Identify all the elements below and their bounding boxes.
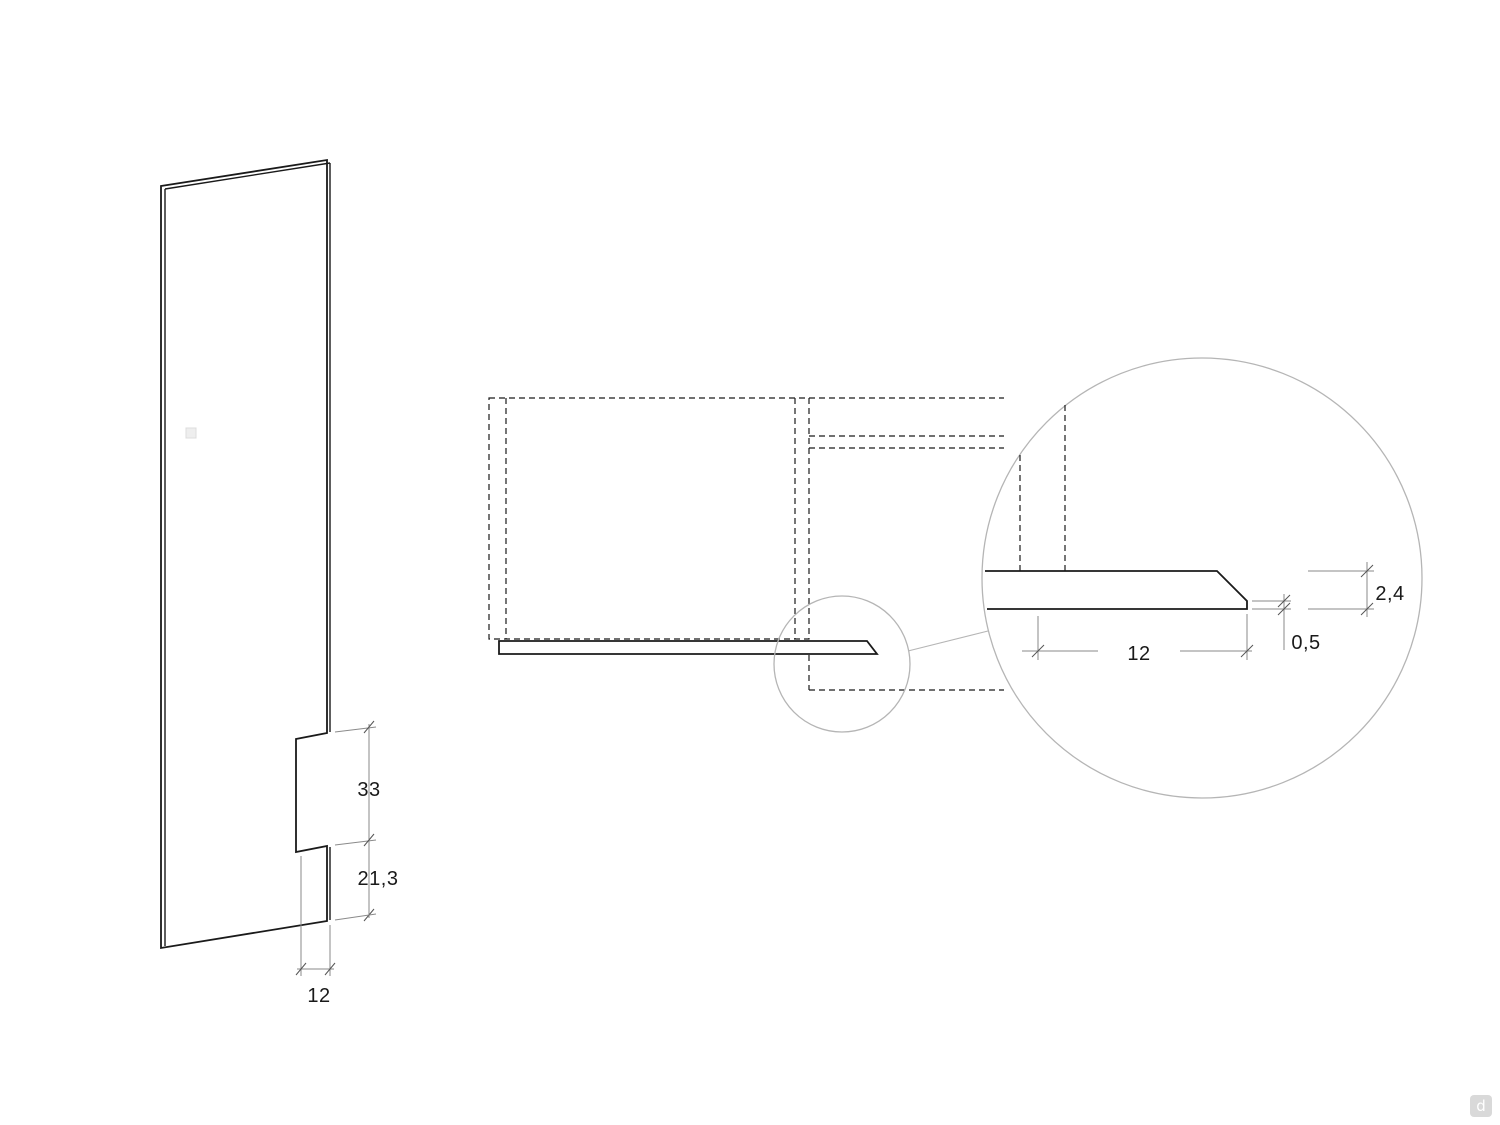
section-view: [488, 397, 1004, 733]
door-profile-detail: [985, 570, 1248, 610]
panel-view: 33 21,3 12: [160, 158, 399, 1007]
detail-view: 12 2,4 0,5: [981, 357, 1423, 799]
panel-outline: [160, 158, 328, 950]
notch-depth-dimension: 12: [295, 856, 336, 1007]
notch-height-dimension: 33: [334, 720, 380, 922]
edge-thickness-label: 2,4: [1375, 583, 1404, 605]
profile-length-dimension: 12: [1022, 614, 1254, 665]
brand-logo-icon: d: [1470, 1095, 1492, 1117]
profile-length-label: 12: [1127, 643, 1150, 665]
panel-knob-mark: [185, 427, 197, 439]
edge-thickness-dimension: 2,4: [1308, 562, 1404, 617]
cabinet-outer-dashed: [488, 397, 810, 640]
notch-to-bottom-label: 21,3: [358, 868, 399, 890]
notch-to-bottom-dimension: 21,3: [334, 868, 399, 921]
notch-depth-label: 12: [307, 985, 330, 1007]
panel-top-edge: [164, 162, 331, 190]
magnifier-large-circle: [981, 357, 1423, 799]
magnifier-leader: [907, 630, 989, 652]
magnifier-small-circle: [773, 595, 911, 733]
notch-height-label: 33: [357, 779, 380, 801]
tip-thickness-label: 0,5: [1291, 632, 1320, 654]
door-profile-section: [498, 640, 879, 655]
tip-thickness-dimension: 0,5: [1252, 594, 1320, 654]
